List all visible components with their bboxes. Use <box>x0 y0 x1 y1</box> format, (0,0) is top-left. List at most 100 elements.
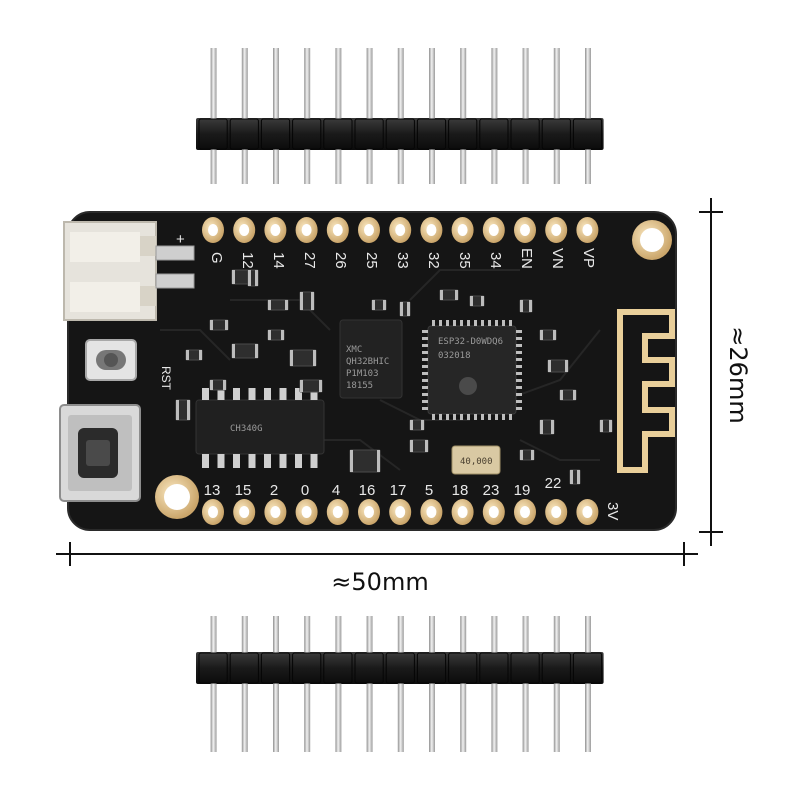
chip-pin <box>488 320 491 326</box>
mounting-hole-top-right <box>632 220 672 260</box>
smd-terminal <box>410 420 413 430</box>
chip-pin <box>516 337 522 340</box>
chip-pin <box>516 379 522 382</box>
pad-hole <box>395 506 406 518</box>
chip-pin <box>516 365 522 368</box>
header-block <box>229 118 259 150</box>
smd-terminal <box>520 450 523 460</box>
chip-pin <box>202 454 209 468</box>
chip-pin <box>509 414 512 420</box>
pad-hole <box>582 506 593 518</box>
chip-pin <box>495 320 498 326</box>
header-pin <box>241 48 248 184</box>
smd-terminal <box>313 350 316 366</box>
smd-terminal <box>176 400 179 420</box>
pad-hole <box>488 224 499 236</box>
smd-terminal <box>255 270 258 286</box>
top-pin-labels: G 12 14 27 26 25 33 32 35 34 EN VN VP <box>208 248 597 269</box>
smd-terminal <box>210 320 213 330</box>
chip-pin <box>467 320 470 326</box>
chip-pin <box>422 400 428 403</box>
header-pin <box>429 616 435 752</box>
header-pin <box>491 616 498 752</box>
chip-pin <box>467 414 470 420</box>
smd-terminal <box>319 380 322 392</box>
chip-pin <box>516 400 522 403</box>
smd-terminal <box>425 440 428 452</box>
pads-top-row <box>202 217 599 243</box>
pad-hole <box>457 506 468 518</box>
header-pin <box>210 48 217 184</box>
smd-terminal <box>285 300 288 310</box>
pin-label-bottom: 3V <box>604 502 621 520</box>
header-block <box>229 652 259 684</box>
chip-pin <box>264 454 271 468</box>
pad-hole <box>270 506 281 518</box>
smd-terminal <box>281 330 284 340</box>
chip-pin <box>422 351 428 354</box>
chip-pin <box>516 344 522 347</box>
pin-label-bottom: 23 <box>483 482 500 499</box>
chip-pin <box>248 454 256 468</box>
smd-terminal <box>529 300 532 312</box>
chip-pin <box>422 386 428 389</box>
mounting-hole-bottom-left <box>155 475 199 519</box>
mcu-chip-line-2: 032018 <box>438 351 471 361</box>
usb-serial-chip: CH340G <box>195 399 325 455</box>
smd-terminal <box>573 390 576 400</box>
header-pin <box>491 48 498 184</box>
smd-terminal <box>232 270 235 284</box>
smd-terminal <box>268 330 271 340</box>
header-pin <box>460 48 467 184</box>
header-pin <box>335 616 342 752</box>
chip-pin <box>516 330 522 333</box>
smd-terminal <box>548 360 551 372</box>
smd-terminal <box>551 420 554 434</box>
smd-terminal <box>372 300 375 310</box>
pin-label-top: 14 <box>270 252 287 269</box>
chip-pin <box>488 414 491 420</box>
smd-terminal <box>255 344 258 358</box>
header-block <box>416 118 447 150</box>
pin-label-top: 35 <box>456 252 473 269</box>
header-pin <box>273 48 279 184</box>
flash-chip-line-3: P1M103 <box>346 369 379 379</box>
chip-pin <box>502 414 505 420</box>
pad-hole <box>301 224 312 236</box>
smd-part <box>349 449 381 473</box>
header-pin <box>522 48 529 184</box>
header-pin <box>397 616 404 752</box>
height-dimension <box>699 198 723 546</box>
crystal-oscillator: 40,000 <box>451 445 501 475</box>
smd-terminal <box>377 450 380 472</box>
header-block <box>479 118 509 150</box>
chip-pin <box>495 414 498 420</box>
chip-pin <box>502 320 505 326</box>
pin-label-bottom: 2 <box>270 482 278 499</box>
header-pin <box>241 616 248 752</box>
chip-pin <box>279 388 287 400</box>
header-pin <box>460 616 467 752</box>
smd-part <box>231 343 259 359</box>
header-pin <box>585 616 591 752</box>
header-block <box>260 652 291 684</box>
pin-header-top <box>196 48 604 184</box>
bottom-pin-labels: 13 15 2 0 4 16 17 5 18 23 19 22 3V <box>204 475 621 520</box>
pin-label-bottom: 13 <box>204 482 221 499</box>
pads-bottom-row <box>202 499 599 525</box>
chip-pin <box>516 386 522 389</box>
height-dimension-label: ≈26mm <box>724 326 752 423</box>
header-block <box>198 118 228 150</box>
width-dimension-label: ≈50mm <box>331 568 428 596</box>
header-pin <box>210 616 217 752</box>
header-pin <box>366 48 373 184</box>
chip-pin <box>439 414 442 420</box>
pad-hole <box>426 224 437 236</box>
pad-hole <box>301 506 312 518</box>
pin-label-top: 12 <box>239 252 256 269</box>
chip-pin <box>453 414 456 420</box>
header-pin <box>397 48 404 184</box>
pin-label-top: EN <box>518 248 535 269</box>
chip-pin <box>453 320 456 326</box>
battery-plus-label: + <box>176 231 185 248</box>
